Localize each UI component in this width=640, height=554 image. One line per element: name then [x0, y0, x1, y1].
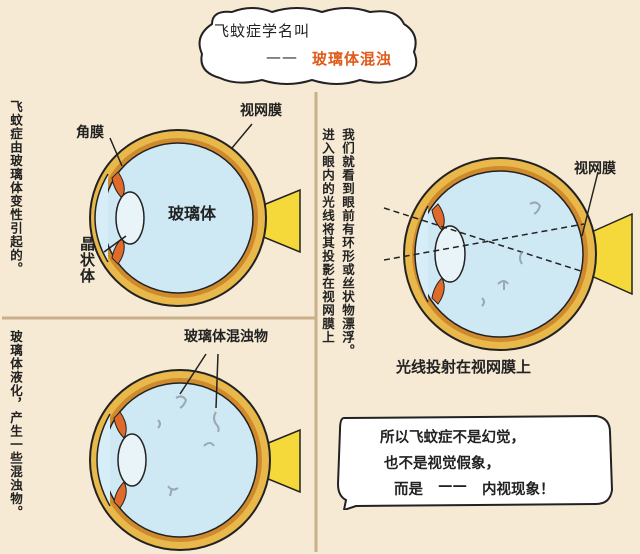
floater [203, 442, 215, 447]
opacity-label: 玻璃体混浊物 [184, 329, 268, 345]
note-shape [336, 414, 614, 510]
cornea-pointer [109, 137, 123, 167]
conclusion-line2: 也不是视觉假象， [384, 456, 500, 472]
cornea [94, 173, 109, 263]
panel-bl-side-text: 玻璃体液化，产生一些混浊物。 [8, 330, 23, 519]
cloud-shape [198, 7, 418, 85]
lens-pointer [103, 235, 127, 253]
lens-label: 晶状体 [78, 236, 96, 284]
eye-diagram-projection [383, 157, 633, 351]
vitreous-label: 玻璃体 [168, 204, 217, 223]
conclusion-note: 所以飞蚊症不是幻觉， 也不是视觉假象， 而是 —— 内视现象！ [334, 412, 616, 510]
eye-diagram-anatomy [89, 123, 301, 307]
conclusion-dash: —— [438, 478, 467, 494]
light-ray-lower [383, 223, 585, 261]
title-line2: 玻璃体混浊 [312, 50, 393, 68]
floater [213, 411, 220, 433]
lens [117, 433, 147, 487]
middle-text-col2: 我们就看到眼前有环形或丝状物漂浮。 [340, 128, 355, 358]
floater [519, 251, 523, 265]
eye-diagram-opacity [89, 353, 301, 551]
conclusion-line3-prefix: 而是 [394, 482, 423, 498]
lens [115, 191, 145, 245]
opacity-pointer-1 [179, 353, 207, 395]
floater [497, 280, 509, 290]
floater [167, 485, 179, 497]
right-retina-label: 视网膜 [574, 161, 616, 177]
title-dash: —— [266, 48, 298, 66]
retina-pointer [581, 171, 599, 237]
floater [529, 201, 542, 215]
retina-label: 视网膜 [240, 103, 282, 119]
conclusion-line1: 所以飞蚊症不是幻觉， [380, 430, 525, 446]
retina-pointer [231, 123, 253, 149]
cornea-label: 角膜 [76, 125, 104, 141]
light-ray-upper [383, 207, 585, 273]
projection-caption: 光线投射在视网膜上 [396, 358, 532, 376]
middle-text-col1: 进入眼内的光线将其投影在视网膜上 [320, 128, 335, 344]
panel-tl-side-text: 飞蚊症由玻璃体变性引起的。 [8, 100, 23, 276]
floater [157, 419, 161, 429]
opacity-pointer-2 [215, 353, 219, 409]
cornea [96, 413, 111, 507]
floater [481, 297, 485, 307]
title-cloud: 飞蚊症学名叫 —— 玻璃体混浊 [192, 6, 424, 86]
floater [175, 395, 188, 409]
lens [434, 225, 466, 283]
title-line1: 飞蚊症学名叫 [214, 22, 311, 40]
conclusion-highlight: 内视现象！ [482, 482, 555, 498]
